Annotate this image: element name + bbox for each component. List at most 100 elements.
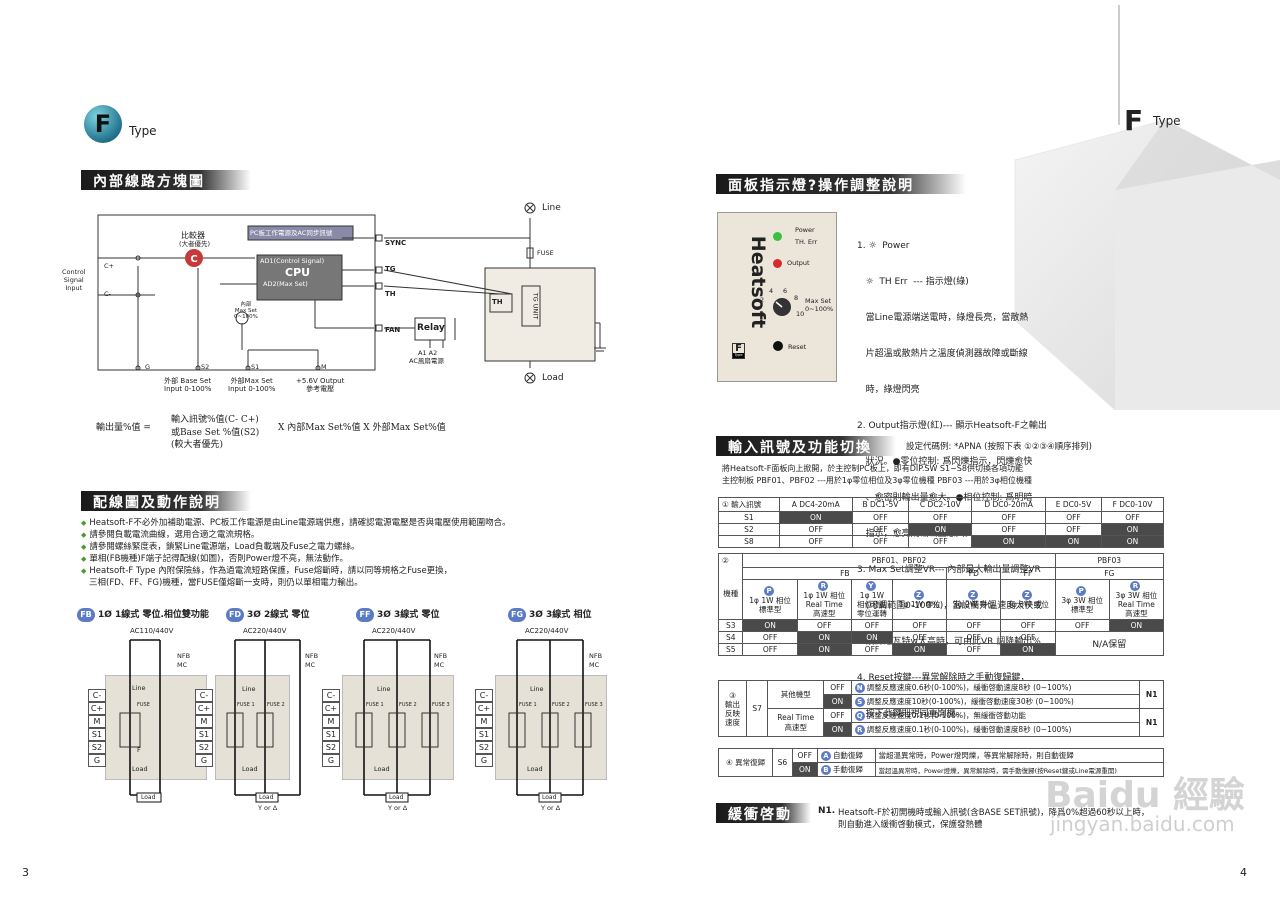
terminal: C- [475,689,493,702]
fb-fuse: FUSE [137,702,150,708]
input-intro-2: 主控制板 PBF01、PBF02 ---用於1φ零位相位及3φ零位機種 PBF0… [722,476,1032,485]
comparator-note: (大者優先) [179,240,211,248]
table-cell: ON [1108,619,1165,632]
power-box-label: PC板工作電源及AC同步訊號 [250,229,333,237]
note-line: 時，綠燈閃亮 [857,385,920,395]
fan-label: FAN [385,326,401,334]
fd-wiring-svg [226,639,301,803]
front-panel: Heatsoft F Type Power TH. Err Output 0 2… [717,212,837,382]
table-cell: B DC1-5V [851,497,910,512]
reset-button[interactable] [773,341,783,351]
table-cell: ON [892,643,948,656]
product-image [1014,119,1280,411]
table-cell: OFF [1000,619,1056,632]
fg-nfb: NFB [589,652,603,660]
note-line: 片超溫或散熱片之溫度偵測器故障或斷線 [857,349,1028,359]
wiring-fg: AC220/440V NFB MC Line FUSE 1 FUSE 2 FUS… [475,625,615,812]
terminal: S1 [322,728,340,741]
bullet-item: 請參閱負載電流曲線，選用合適之電流規格。 [81,529,621,541]
therr-label: TH. Err [795,238,818,246]
ext-max-label: 外部Max Set Input 0-100% [228,377,276,393]
term-g: G [145,363,151,371]
panel-type-box: F Type [732,343,745,359]
left-type-badge: F [83,104,123,144]
dial-num: 2 [760,296,765,304]
table-cell: ON [791,762,818,777]
fd-badge: FD [226,608,244,622]
note-line: 當Line電源端送電時，綠燈長亮，當散熱 [857,313,1029,323]
table-cell: FF [1000,567,1056,580]
table-row: S4 OFF ON ON OFF OFF OFF N/A保留 [717,631,1165,656]
watermark-url: jingyan.baidu.com [1050,812,1235,836]
ad2-label: AD2(Max Set) [263,280,308,288]
a1a2-label: A1 A2 [418,349,438,357]
table-cell: ON [823,694,852,709]
table-cell: OFF [892,619,948,632]
fd-supply: AC220/440V [243,627,287,635]
table-cell: OFF [823,680,852,695]
bullet-item: Heatsoft-F Type 內附保險絲，作為過電流短路保護，Fuse熔斷時，… [81,565,621,577]
fb-nfb: NFB [177,652,191,660]
table-cell: ON [850,631,894,644]
table-row: S5 OFF ON OFF ON OFF ON [717,643,1164,656]
table-cell: OFF [1000,631,1056,644]
fb-wiring-svg [119,639,162,803]
maxset-label: Max Set 0~100% [805,297,834,313]
table-cell: N1 [1139,708,1164,737]
ff-badge: FF [356,608,374,622]
relay-label: Relay [417,323,445,333]
output-led-icon [773,259,782,268]
fg-load: Load [527,765,543,773]
table-cell: S2 [718,523,780,536]
maxset-dial-icon[interactable] [763,287,801,323]
bullet-item: 單相(FB機種)F端子記得配線(如圖)，否則Power燈不亮，無法動作。 [81,553,621,565]
table-row: ② PBF01、PBF02 PBF03 [717,553,1165,568]
buffer-text-1: Heatsoft-F於初開機時或輸入訊號(含BASE SET訊號)，降爲0%超過… [838,808,1150,818]
fd-load-box: Load [259,794,274,801]
terminal: C- [322,689,340,702]
output-label: Output [787,259,810,267]
tg-label: TG [385,265,396,273]
table-cell: OFF [1044,523,1103,536]
fd-title: 3Ø 2線式 零位 [247,610,310,620]
term-m: M [321,363,327,371]
control-signal-label: Control Signal Input [62,268,86,292]
terminal: S1 [88,728,106,741]
table-input-signal: ① 輸入訊號 A DC4-20mA B DC1-5V C DC2-10V D D… [718,497,1164,548]
ff-panel [342,675,454,780]
bullet-cont: 三相(FD、FF、FG)機種，當FUSE僅熔斷一支時，則仍以單相電力輸出。 [89,578,363,588]
fd-load: Load [242,765,258,773]
fg-load-box: Load [542,794,557,801]
table-cell: OFF [1044,511,1103,524]
ff-mc: MC [434,661,445,669]
table-cell: OFF [946,643,1002,656]
terminal: S2 [322,741,340,754]
comparator-label: 比較器 [181,231,205,240]
buffer-section-title: 緩衝啓動 [716,803,811,823]
table-cell: PBF03 [1054,553,1165,568]
fb-f: F [137,746,141,754]
table-cell: ON [908,523,973,536]
terminal: C+ [88,702,106,715]
table-row: S8 OFF OFF OFF ON ON ON [718,535,1164,548]
terminal: G [88,754,106,767]
ff-fuse1: FUSE 1 [366,702,384,708]
svg-text:F: F [95,110,111,138]
ff-nfb: NFB [434,652,448,660]
table-cell: D DC0-20mA [971,497,1046,512]
fb-badge: FB [77,608,95,622]
note-line: ☼ TH Err --- 指示燈(綠) [857,277,969,287]
table-cell: 當超溫異常時，Power燈爍，異常解除時，需手動復歸(按Reset鍵或Line電… [874,762,1165,777]
table-cell: OFF [908,535,973,548]
ff-load-box: Load [389,794,404,801]
table-cell: FG [1054,567,1165,580]
